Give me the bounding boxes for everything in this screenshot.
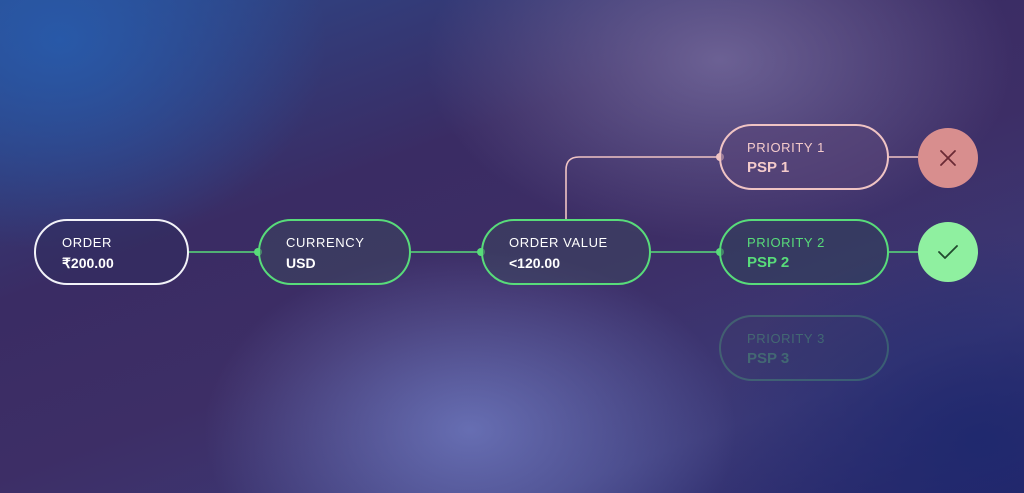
order-label: ORDER [62, 235, 112, 250]
failed-status-circle [918, 128, 978, 188]
priority-1-value: PSP 1 [747, 159, 790, 176]
priority-3-value: PSP 3 [747, 350, 790, 367]
order-value-label: ORDER VALUE [509, 235, 608, 250]
currency-value: USD [286, 255, 316, 271]
order-value: ₹200.00 [62, 255, 114, 271]
priority-1-node: PRIORITY 1 PSP 1 [719, 124, 889, 190]
order-value-node: ORDER VALUE <120.00 [481, 219, 651, 285]
success-status-circle [918, 222, 978, 282]
currency-node: CURRENCY USD [258, 219, 411, 285]
order-node: ORDER ₹200.00 [34, 219, 189, 285]
currency-label: CURRENCY [286, 235, 365, 250]
priority-3-label: PRIORITY 3 [747, 331, 826, 346]
check-icon [938, 245, 958, 259]
connector-ordervalue-priority1 [565, 156, 720, 219]
priority-1-label: PRIORITY 1 [747, 140, 826, 155]
order-value-amount: <120.00 [509, 255, 560, 271]
close-icon [940, 150, 956, 166]
priority-2-value: PSP 2 [747, 254, 790, 271]
priority-3-node: PRIORITY 3 PSP 3 [719, 315, 889, 381]
priority-2-label: PRIORITY 2 [747, 235, 826, 250]
priority-2-node: PRIORITY 2 PSP 2 [719, 219, 889, 285]
